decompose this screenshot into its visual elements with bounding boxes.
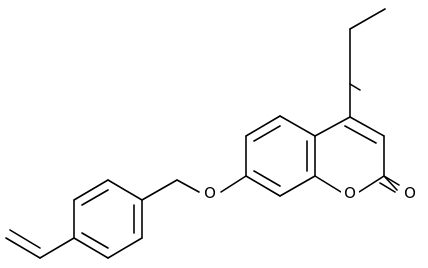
ether-oxygen-label: O: [204, 184, 216, 202]
carbonyl-bond: [379, 175, 400, 193]
ether-linkage: [141, 175, 247, 201]
bond: [253, 125, 281, 142]
bond: [141, 179, 178, 201]
phenyl-ring: [73, 179, 143, 259]
bond: [39, 237, 75, 259]
bond: [5, 237, 41, 259]
bond: [107, 179, 143, 201]
atom-labels: O O O: [201, 184, 419, 202]
bond: [73, 179, 109, 201]
ring-oxygen-bg: [341, 184, 359, 201]
bond: [245, 115, 281, 137]
ring-oxygen-label: O: [344, 184, 356, 202]
bond: [358, 175, 385, 193]
bond: [349, 8, 386, 30]
butyl-chain: [349, 8, 386, 118]
bond: [279, 115, 316, 137]
ether-oxygen-bg: [201, 184, 219, 201]
bond: [349, 116, 385, 137]
bond: [379, 182, 396, 193]
bond: [344, 125, 377, 144]
bond: [73, 237, 109, 259]
bond: [383, 175, 400, 186]
carbonyl-oxygen-label: O: [404, 184, 416, 202]
pyranone-ring: [314, 116, 398, 193]
bond: [245, 175, 281, 197]
bond: [81, 232, 109, 249]
bond: [107, 237, 143, 259]
bond: [81, 189, 109, 206]
bond: [220, 175, 247, 193]
bond: [9, 229, 41, 249]
vinyl-group: [5, 229, 75, 259]
bond: [176, 179, 200, 193]
benzo-ring: [245, 115, 316, 197]
bond: [349, 83, 361, 91]
bond: [253, 170, 281, 187]
bond: [279, 175, 316, 197]
bond: [314, 116, 351, 137]
bond: [314, 175, 342, 193]
bond: [383, 175, 398, 191]
carbonyl-oxygen-bg: [401, 184, 419, 201]
